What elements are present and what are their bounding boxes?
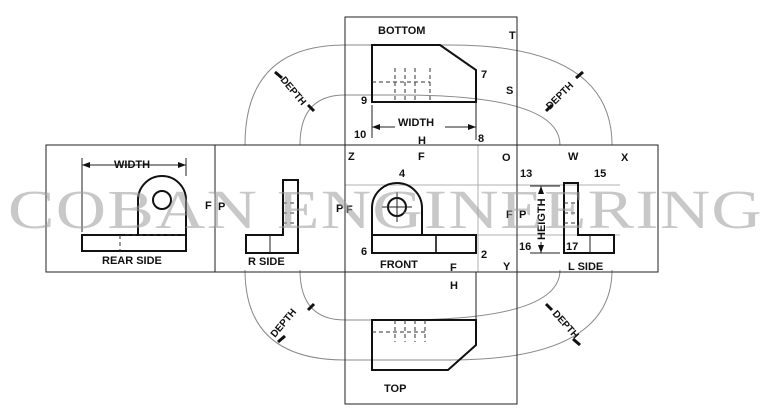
marker-10: 10 [354, 129, 366, 141]
rear-view-drawing [81, 158, 187, 252]
marker-16: 16 [519, 241, 531, 253]
height-label: HEIGTH [536, 198, 548, 240]
marker-Z: Z [348, 151, 355, 163]
arc-top-left-inner [299, 94, 346, 146]
arc-bottom-right-outer [345, 269, 613, 361]
depth-ticks [274, 70, 584, 347]
depth-label-bottom-right: DEPTH [550, 309, 581, 342]
lside-outline [563, 182, 615, 254]
rear-hole [152, 190, 172, 210]
arc-bottom-right-inner [345, 269, 561, 321]
arc-bottom-left-inner [299, 269, 346, 321]
marker-X: X [621, 152, 629, 164]
front-view-drawing [371, 182, 477, 254]
marker-F-front: F [346, 204, 353, 216]
top-outline [371, 319, 477, 371]
marker-6: 6 [361, 246, 367, 258]
view-frames [45, 16, 659, 405]
front-label: FRONT [380, 259, 418, 271]
view-labels: BOTTOM TOP FRONT REAR SIDE R SIDE L SIDE [102, 25, 603, 395]
arc-top-left-outer [244, 44, 346, 146]
lside-view-drawing [563, 182, 615, 254]
depth-label-top-right: DEPTH [544, 80, 576, 112]
marker-2: 2 [481, 249, 487, 261]
watermark-text: COBAN ENGINEERING [8, 179, 763, 240]
marker-O: O [502, 152, 511, 164]
bottom-outline [371, 44, 477, 103]
point-markers: T S W X Z O Y 4 6 2 7 8 9 10 13 15 16 17… [205, 30, 629, 292]
marker-15: 15 [594, 168, 606, 180]
depth-label-top-left: DEPTH [278, 75, 308, 108]
marker-F-lower: F [450, 262, 457, 274]
marker-F-right: F [506, 209, 513, 221]
rear-side-label: REAR SIDE [102, 255, 162, 267]
top-frame [344, 271, 518, 405]
l-side-label: L SIDE [568, 261, 603, 273]
rear-arch [137, 175, 187, 235]
width-label-top: WIDTH [398, 117, 434, 129]
top-label: TOP [384, 383, 406, 395]
bottom-view-drawing [371, 44, 477, 140]
marker-8: 8 [478, 133, 484, 145]
marker-9: 9 [361, 95, 367, 107]
height-dimension [530, 185, 560, 254]
width-label-rear: WIDTH [114, 159, 150, 171]
rside-outline [245, 179, 299, 254]
marker-W: W [568, 151, 579, 163]
arc-top-right-outer [345, 44, 613, 146]
marker-4: 4 [399, 168, 406, 180]
marker-H-center: H [418, 135, 426, 147]
marker-F-rear: F [205, 200, 212, 212]
r-side-label: R SIDE [248, 256, 285, 268]
top-view-drawing [371, 272, 477, 371]
bottom-label: BOTTOM [378, 25, 425, 37]
rside-view-drawing [245, 179, 299, 254]
marker-P-rear: P [218, 201, 225, 213]
marker-S: S [506, 85, 513, 97]
front-base [371, 234, 477, 254]
marker-F-center: F [418, 151, 425, 163]
arc-top-right-inner [345, 94, 561, 146]
marker-P-front: P [336, 203, 343, 215]
width-dimension-top [371, 105, 476, 138]
marker-Y: Y [503, 261, 511, 273]
arc-bottom-left-outer [244, 269, 346, 361]
marker-H-lower: H [450, 280, 458, 292]
marker-P-right: P [519, 209, 526, 221]
marker-17: 17 [566, 241, 578, 253]
marker-T: T [509, 30, 516, 42]
marker-13: 13 [520, 168, 532, 180]
front-arch [371, 182, 423, 235]
marker-7: 7 [481, 69, 487, 81]
horizontal-strip-frame [45, 144, 659, 273]
